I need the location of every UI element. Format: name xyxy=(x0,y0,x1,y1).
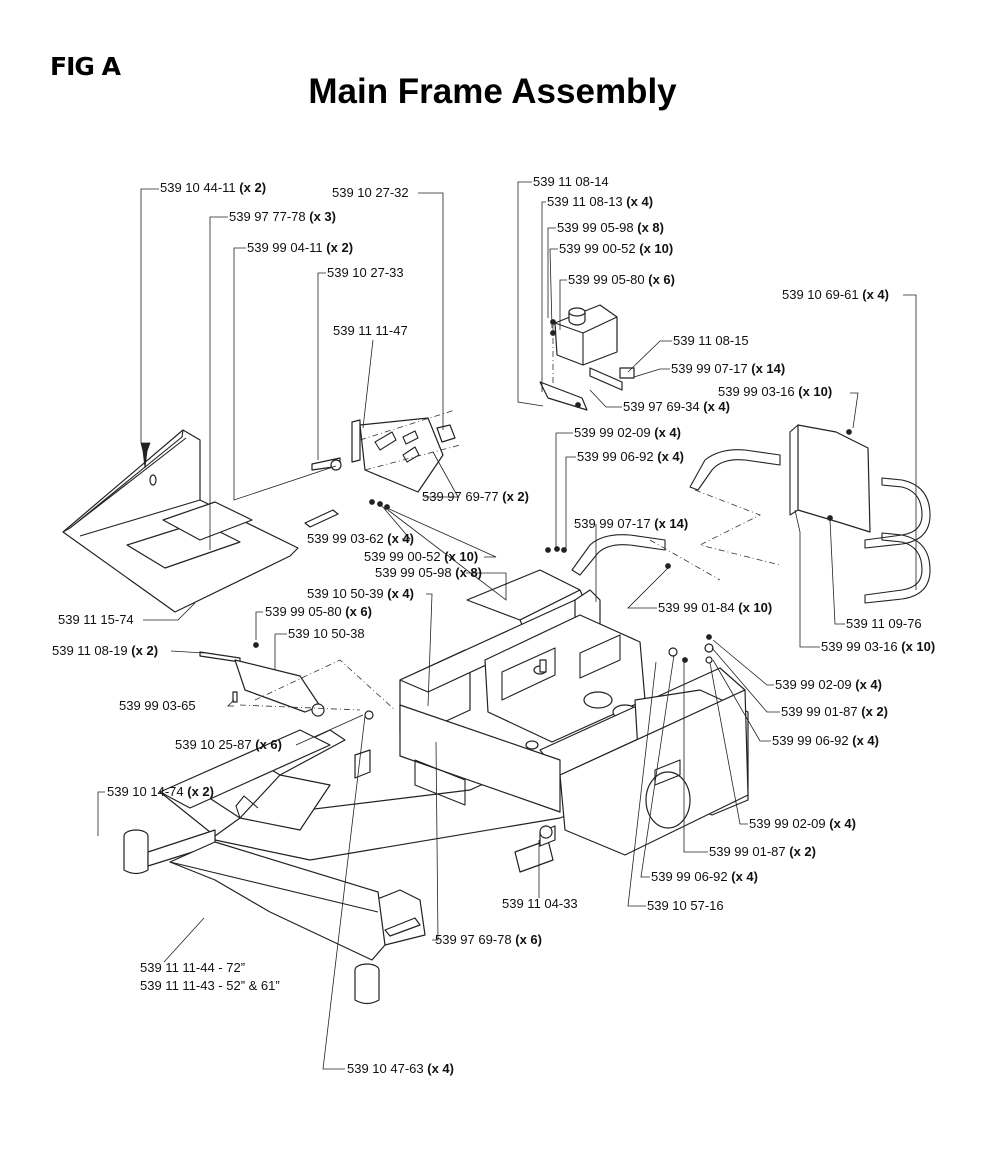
callout-label: 539 10 44-11 (x 2) xyxy=(160,180,266,195)
callout-label: 539 99 00-52 (x 10) xyxy=(559,241,673,256)
callout-label: 539 11 08-13 (x 4) xyxy=(547,194,653,209)
callout-label: 539 10 69-61 (x 4) xyxy=(782,287,889,302)
callout-label: 539 99 04-11 (x 2) xyxy=(247,240,353,255)
callout-label: 539 11 15-74 xyxy=(58,612,134,627)
callout-label: 539 99 06-92 (x 4) xyxy=(577,449,684,464)
callout-label: 539 10 25-87 (x 6) xyxy=(175,737,282,752)
callout-label: 539 99 05-98 (x 8) xyxy=(375,565,482,580)
callout-label: 539 99 07-17 (x 14) xyxy=(671,361,785,376)
callout-label: 539 11 11-47 xyxy=(333,323,408,338)
callout-label: 539 99 03-16 (x 10) xyxy=(718,384,832,399)
callout-label: 539 99 05-98 (x 8) xyxy=(557,220,664,235)
callout-label: 539 97 77-78 (x 3) xyxy=(229,209,336,224)
callout-label: 539 99 03-62 (x 4) xyxy=(307,531,414,546)
floor-pan-drawing xyxy=(62,429,339,613)
callout-label: 539 10 50-39 (x 4) xyxy=(307,586,414,601)
callout-label: 539 11 08-15 xyxy=(673,333,749,348)
callout-label: 539 97 69-77 (x 2) xyxy=(422,489,529,504)
callout-label: 539 99 03-16 (x 10) xyxy=(821,639,935,654)
callout-labels: 539 10 44-11 (x 2) 539 10 27-32 539 97 7… xyxy=(52,174,935,1076)
callout-label: 539 99 01-87 (x 2) xyxy=(709,844,816,859)
callout-label: 539 99 05-80 (x 6) xyxy=(568,272,675,287)
callout-label: 539 11 04-33 xyxy=(502,896,578,911)
callout-label: 539 10 27-32 xyxy=(332,185,409,200)
callout-label: 539 10 50-38 xyxy=(288,626,365,641)
hardware-drawing xyxy=(199,499,714,743)
callout-label: 539 99 02-09 (x 4) xyxy=(749,816,856,831)
callout-label: 539 10 14-74 (x 2) xyxy=(107,784,214,799)
callout-label: 539 99 05-80 (x 6) xyxy=(265,604,372,619)
callout-label: 539 99 02-09 (x 4) xyxy=(574,425,681,440)
callout-label: 539 99 01-84 (x 10) xyxy=(658,600,772,615)
fuel-tank-drawing xyxy=(539,304,635,411)
callout-label: 539 11 11-44 - 72” xyxy=(140,960,245,975)
callout-label: 539 11 09-76 xyxy=(846,616,922,631)
callout-label: 539 99 06-92 (x 4) xyxy=(651,869,758,884)
callout-label: 539 97 69-34 (x 4) xyxy=(623,399,730,414)
rollbar-drawing xyxy=(571,424,931,604)
callout-label: 539 11 08-19 (x 2) xyxy=(52,643,158,658)
seat-bracket-drawing xyxy=(311,409,461,493)
callout-label: 539 99 06-92 (x 4) xyxy=(772,733,879,748)
callout-label: 539 10 57-16 xyxy=(647,898,724,913)
callout-label: 539 99 01-87 (x 2) xyxy=(781,704,888,719)
figure-label: FIG A xyxy=(50,52,121,81)
callout-label: 539 99 07-17 (x 14) xyxy=(574,516,688,531)
callout-label: 539 99 02-09 (x 4) xyxy=(775,677,882,692)
callout-label: 539 10 27-33 xyxy=(327,265,404,280)
callout-label: 539 10 47-63 (x 4) xyxy=(347,1061,454,1076)
callout-label: 539 99 00-52 (x 10) xyxy=(364,549,478,564)
callout-label: 539 11 08-14 xyxy=(533,174,609,189)
page-title: Main Frame Assembly xyxy=(308,72,677,111)
callout-label: 539 99 03-65 xyxy=(119,698,196,713)
callout-label: 539 11 11-43 - 52” & 61” xyxy=(140,978,280,993)
leader-lines xyxy=(97,181,917,1070)
callout-label: 539 97 69-78 (x 6) xyxy=(435,932,542,947)
main-frame-drawing xyxy=(123,569,749,1005)
